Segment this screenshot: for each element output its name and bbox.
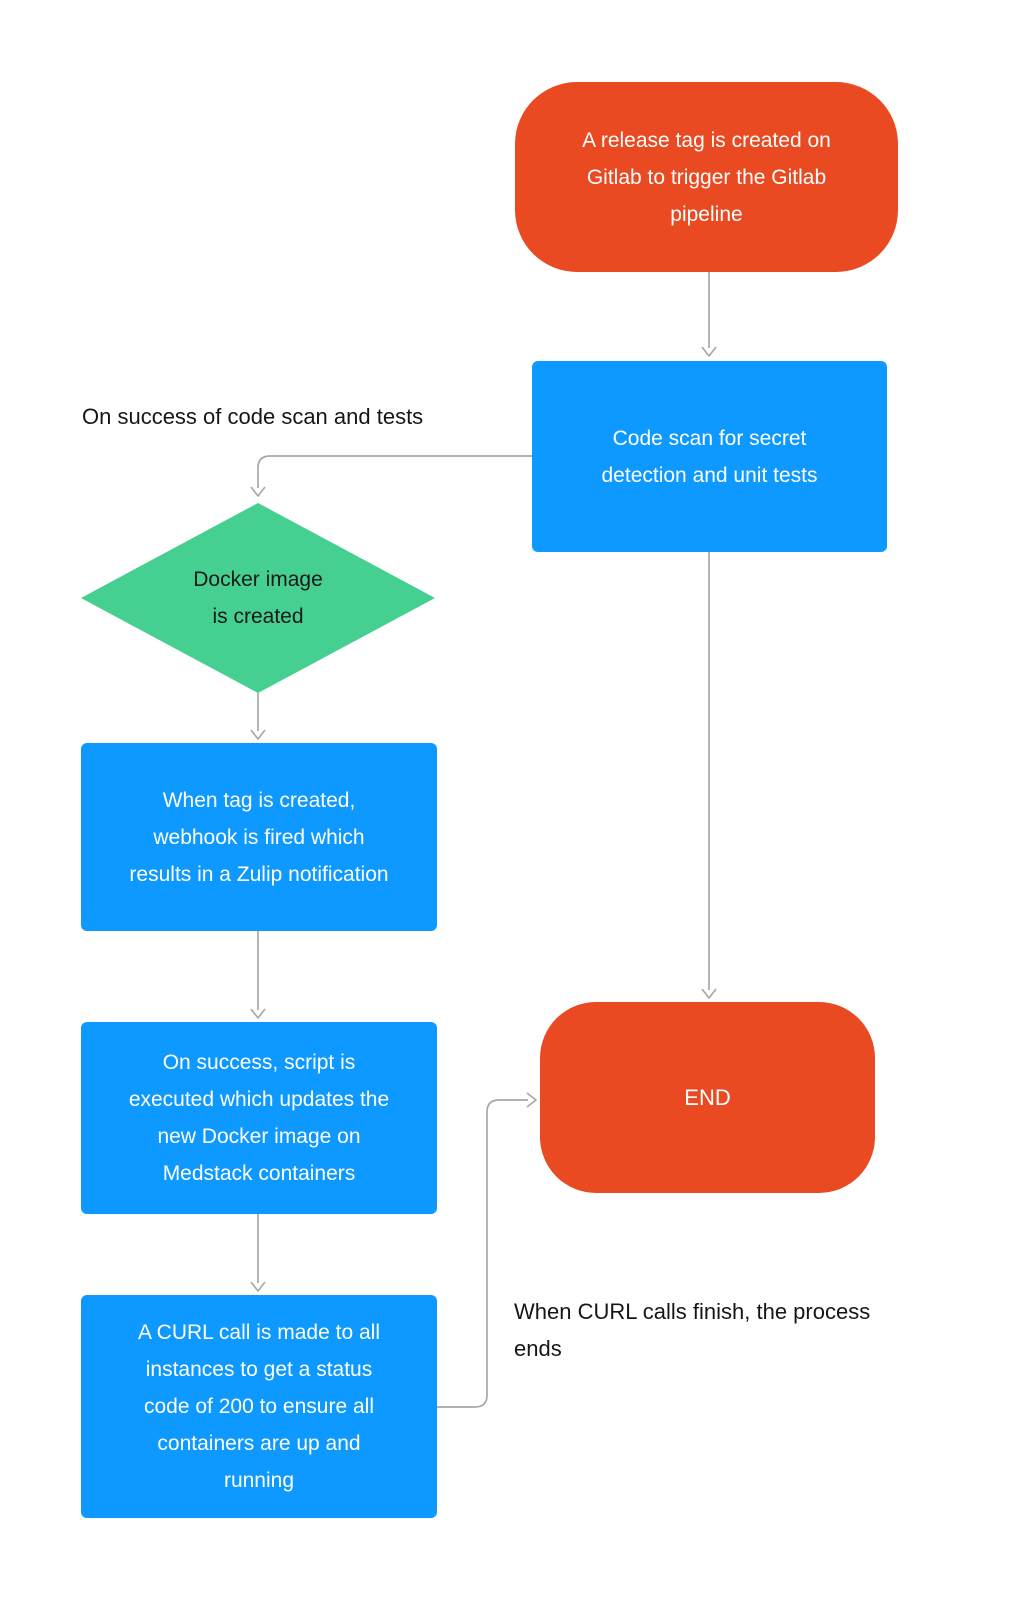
- annotation-curl-finish: When CURL calls finish, the process ends: [514, 1299, 871, 1361]
- node-code-scan-process: Code scan for secret detection and unit …: [532, 361, 887, 552]
- arrowhead-down-webhook: [250, 729, 266, 740]
- arrowhead-down-code-scan: [701, 346, 717, 357]
- node-start-label: A release tag is created on Gitlab to tr…: [582, 128, 831, 226]
- node-script-label: On success, script is executed which upd…: [128, 1051, 390, 1185]
- node-webhook-label: When tag is created, webhook is fired wh…: [129, 788, 389, 886]
- node-end-label: END: [684, 1085, 731, 1110]
- annotation-code-scan-success: On success of code scan and tests: [82, 404, 424, 429]
- arrowhead-right-end: [526, 1092, 537, 1108]
- node-docker-decision-label: Docker image is created: [193, 568, 323, 628]
- edge-code-scan-to-decision: [257, 455, 532, 488]
- arrowhead-down-decision: [250, 486, 266, 497]
- node-webhook-process: When tag is created, webhook is fired wh…: [81, 743, 437, 931]
- node-end-terminator: END: [540, 1002, 875, 1193]
- node-curl-label: A CURL call is made to all instances to …: [138, 1321, 380, 1492]
- arrowhead-down-script: [250, 1008, 266, 1019]
- node-script-process: On success, script is executed which upd…: [81, 1022, 437, 1214]
- node-start-terminator: A release tag is created on Gitlab to tr…: [515, 82, 898, 272]
- node-code-scan-label: Code scan for secret detection and unit …: [601, 426, 818, 487]
- arrowhead-down-curl: [250, 1281, 266, 1292]
- node-curl-process: A CURL call is made to all instances to …: [81, 1295, 437, 1518]
- node-docker-decision: Docker image is created: [81, 503, 435, 693]
- arrowhead-down-end: [701, 988, 717, 999]
